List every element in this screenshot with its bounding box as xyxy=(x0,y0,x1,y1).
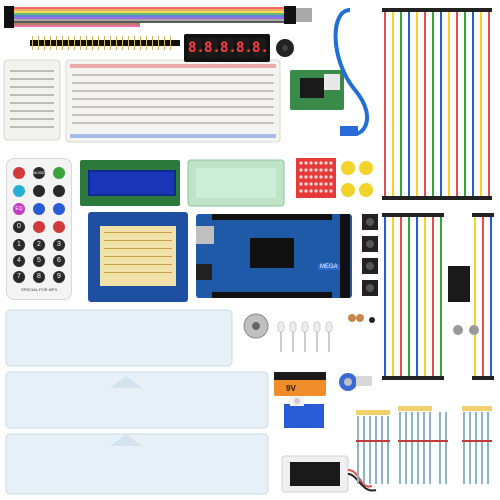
remote-button xyxy=(33,221,45,233)
segment-digit: 8. xyxy=(236,38,253,58)
mega-silk-label: MEGA xyxy=(318,264,340,270)
segment-digit: 8. xyxy=(204,38,221,58)
segment-digit: 8. xyxy=(252,38,269,58)
remote-button-3: 3 xyxy=(53,239,65,251)
remote-power-button xyxy=(13,167,25,179)
remote-button-9: 9 xyxy=(53,271,65,283)
segment-digit: 8. xyxy=(220,38,237,58)
remote-button-7: 7 xyxy=(13,271,25,283)
remote-button-1: 1 xyxy=(13,239,25,251)
lcd-screen xyxy=(88,170,176,196)
remote-button-5: 5 xyxy=(33,255,45,267)
remote-button xyxy=(53,203,65,215)
remote-button-0: 0 xyxy=(13,221,25,233)
remote-button-4: 4 xyxy=(13,255,25,267)
remote-button xyxy=(13,185,25,197)
remote-mute-button xyxy=(53,167,65,179)
remote-button xyxy=(53,185,65,197)
remote-button-8: 8 xyxy=(33,271,45,283)
remote-eq-button: EQ xyxy=(13,203,25,215)
lcd-module xyxy=(80,160,180,206)
ir-remote: MODE EQ 0 1 2 3 4 5 6 7 8 9 SPECIAL FOR … xyxy=(6,158,72,300)
remote-button-2: 2 xyxy=(33,239,45,251)
segment-digit: 8. xyxy=(188,38,205,58)
remote-mode-button: MODE xyxy=(33,167,45,179)
remote-button xyxy=(33,203,45,215)
remote-button xyxy=(53,221,65,233)
remote-button-6: 6 xyxy=(53,255,65,267)
battery-label: 9V xyxy=(286,384,296,393)
remote-button xyxy=(33,185,45,197)
seven-segment-display: 8. 8. 8. 8. 8. xyxy=(184,34,270,62)
remote-label: SPECIAL FOR MP3 xyxy=(21,287,57,292)
